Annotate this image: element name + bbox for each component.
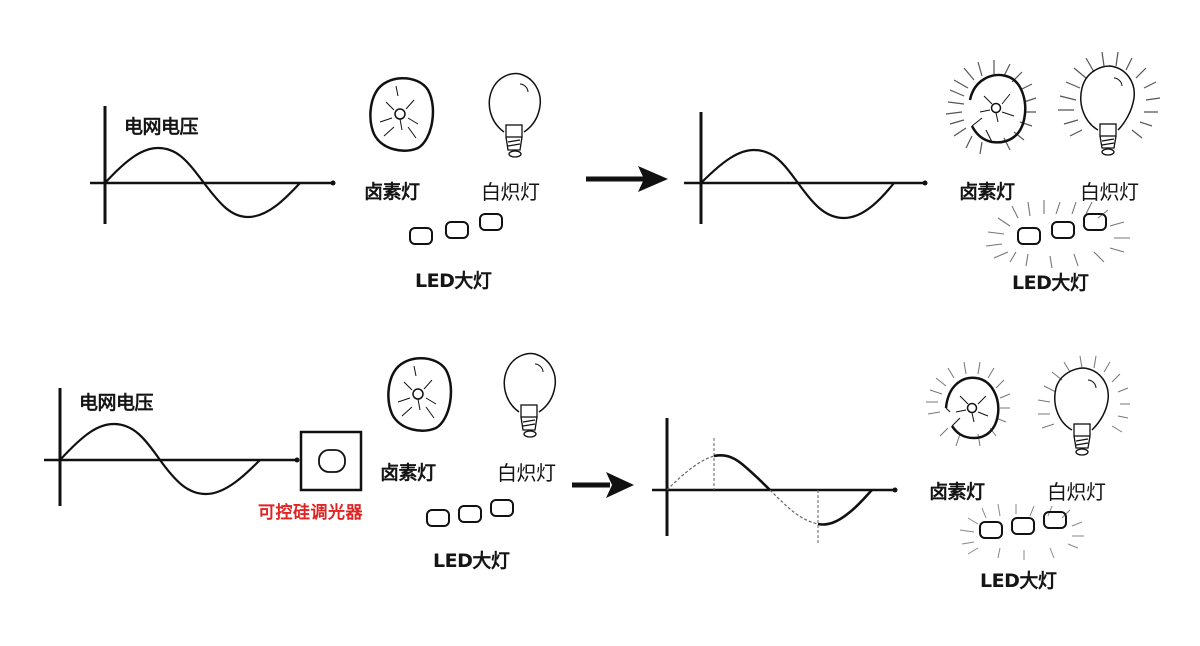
halogen-lamp-icon: [369, 77, 435, 152]
halogen-lamp-glowing-icon: [945, 60, 1037, 155]
led-chips-icon: [409, 213, 503, 245]
led-lamp-label: LED大灯: [433, 550, 510, 572]
arrow-right-icon: [586, 166, 668, 192]
grid-voltage-label: 电网电压: [124, 116, 199, 138]
incandescent-lamp-label: 白炽灯: [1047, 480, 1106, 504]
incandescent-lamp-label: 白炽灯: [481, 180, 540, 204]
halogen-lamp-label: 卤素灯: [959, 181, 1015, 203]
led-lamp-label: LED大灯: [415, 270, 492, 292]
incandescent-bulb-icon: [503, 352, 557, 438]
led-chips-dim-glow-icon: [959, 503, 1084, 560]
arrow-right-icon: [572, 472, 634, 498]
incandescent-lamp-label: 白炽灯: [1080, 180, 1139, 204]
thyristor-dimmer-label: 可控硅调光器: [258, 503, 363, 523]
halogen-lamp-icon: [387, 357, 453, 432]
grid-voltage-waveform-row2: [44, 388, 300, 506]
led-chips-glowing-icon: [985, 200, 1130, 269]
output-voltage-waveform-row1: [684, 112, 928, 224]
grid-voltage-label: 电网电压: [79, 392, 154, 414]
led-chips-icon: [426, 499, 514, 527]
incandescent-bulb-dim-glow-icon: [1037, 355, 1130, 456]
led-lamp-label: LED大灯: [1012, 272, 1089, 294]
incandescent-lamp-label: 白炽灯: [497, 461, 556, 485]
halogen-lamp-label: 卤素灯: [364, 181, 420, 203]
dimmed-voltage-waveform: [652, 418, 898, 544]
incandescent-bulb-glowing-icon: [1058, 51, 1161, 156]
halogen-lamp-label: 卤素灯: [929, 481, 985, 503]
halogen-lamp-label: 卤素灯: [380, 462, 436, 484]
led-lamp-label: LED大灯: [980, 570, 1057, 592]
grid-voltage-waveform-row1: [90, 106, 336, 224]
incandescent-bulb-icon: [488, 72, 542, 158]
halogen-lamp-dim-glow-icon: [926, 361, 1011, 447]
thyristor-dimmer-icon[interactable]: [299, 430, 365, 496]
